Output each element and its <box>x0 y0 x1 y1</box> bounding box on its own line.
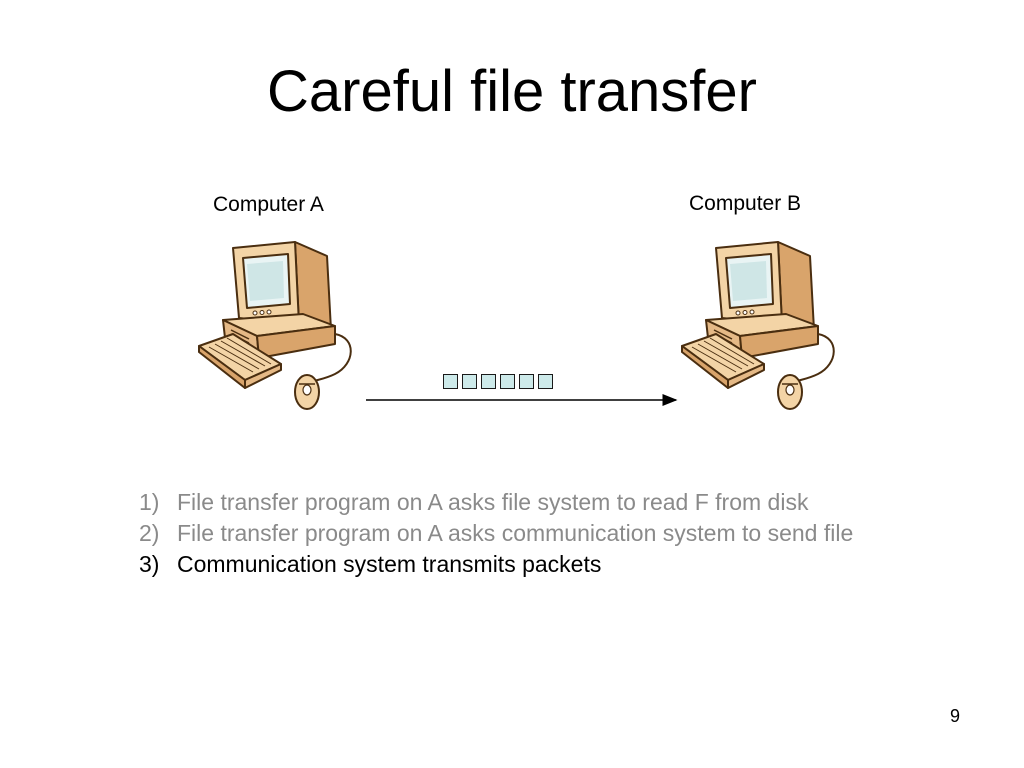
step-number: 2) <box>139 520 160 546</box>
computer-b-label: Computer B <box>689 192 802 215</box>
packet-square <box>443 374 458 389</box>
step-text: Communication system transmits packets <box>177 551 602 577</box>
computer-a-icon <box>198 241 352 410</box>
computer-b-icon <box>681 241 835 410</box>
steps-list: 1) File transfer program on A asks file s… <box>139 487 853 580</box>
step-number: 3) <box>139 551 160 577</box>
slide-title: Careful file transfer <box>267 59 757 124</box>
step-text: File transfer program on A asks communic… <box>177 520 854 546</box>
transfer-arrow <box>366 394 678 406</box>
packet-square <box>519 374 534 389</box>
packet-square <box>500 374 515 389</box>
computer-a-label: Computer A <box>213 193 324 216</box>
packet-square <box>462 374 477 389</box>
packet-sequence <box>443 374 553 389</box>
step-item: 3) Communication system transmits packets <box>139 549 853 580</box>
page-number: 9 <box>950 706 961 726</box>
packet-square <box>481 374 496 389</box>
step-item: 1) File transfer program on A asks file s… <box>139 487 853 518</box>
step-item: 2) File transfer program on A asks commun… <box>139 518 853 549</box>
step-number: 1) <box>139 489 160 515</box>
step-text: File transfer program on A asks file sys… <box>177 489 809 515</box>
packet-square <box>538 374 553 389</box>
